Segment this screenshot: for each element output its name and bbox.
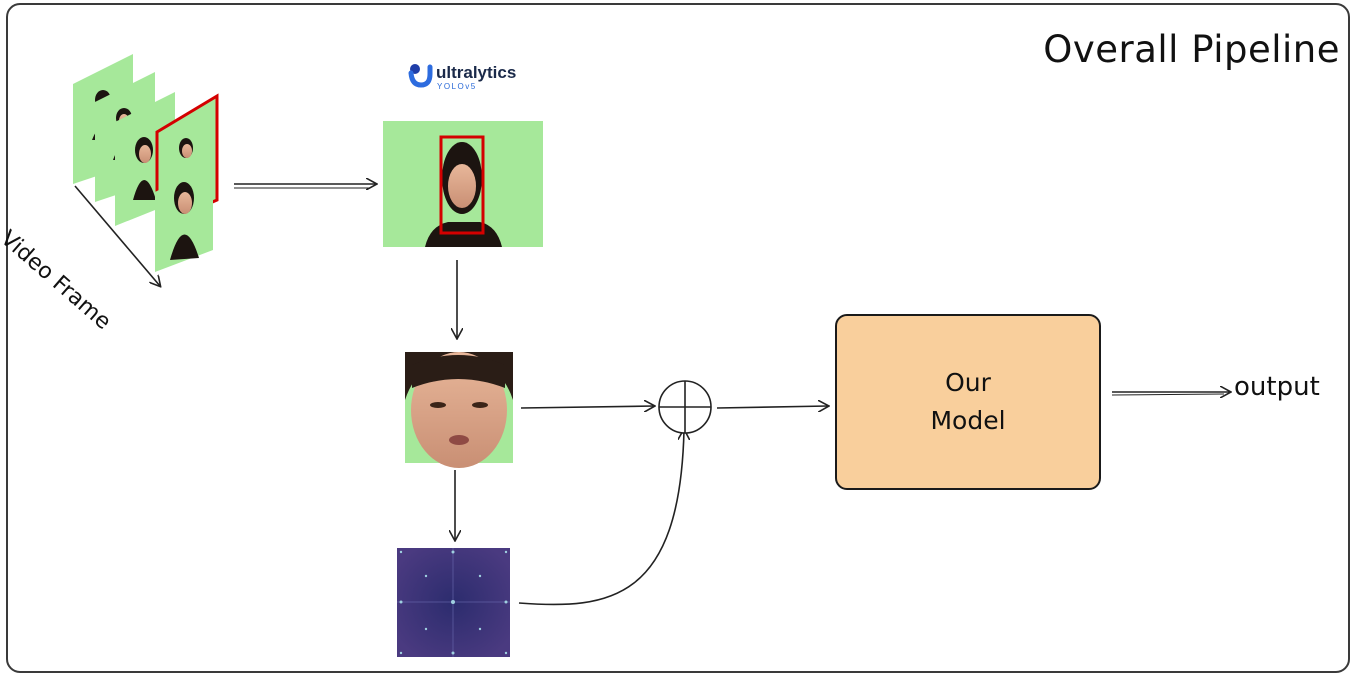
detection-image — [383, 121, 543, 247]
ultralytics-logo-icon — [408, 64, 433, 88]
arrow-fusion-to-model — [716, 406, 828, 408]
ultralytics-logo: ultralytics YOLOv5 — [408, 62, 528, 96]
diagram-title: Overall Pipeline — [1043, 28, 1340, 71]
arrow-crop-to-fusion — [520, 406, 654, 408]
frequency-spectrum-image — [397, 548, 510, 657]
arrow-spectrum-to-fusion — [518, 430, 684, 606]
logo-subtitle: YOLOv5 — [437, 82, 477, 91]
arrow-model-to-output-sketch — [1111, 393, 1225, 396]
model-box: Our Model — [835, 314, 1101, 490]
model-label: Our Model — [930, 368, 1006, 435]
video-frame — [155, 162, 213, 272]
plus-circle-icon — [658, 380, 712, 434]
logo-name: ultralytics — [436, 63, 517, 82]
diagram-frame — [6, 3, 1350, 673]
video-frame-stack — [73, 54, 219, 286]
cropped-face-image — [405, 352, 513, 468]
connector-arrows — [234, 184, 1230, 606]
output-label: output — [1234, 372, 1320, 402]
detection-bounding-box — [439, 135, 485, 235]
